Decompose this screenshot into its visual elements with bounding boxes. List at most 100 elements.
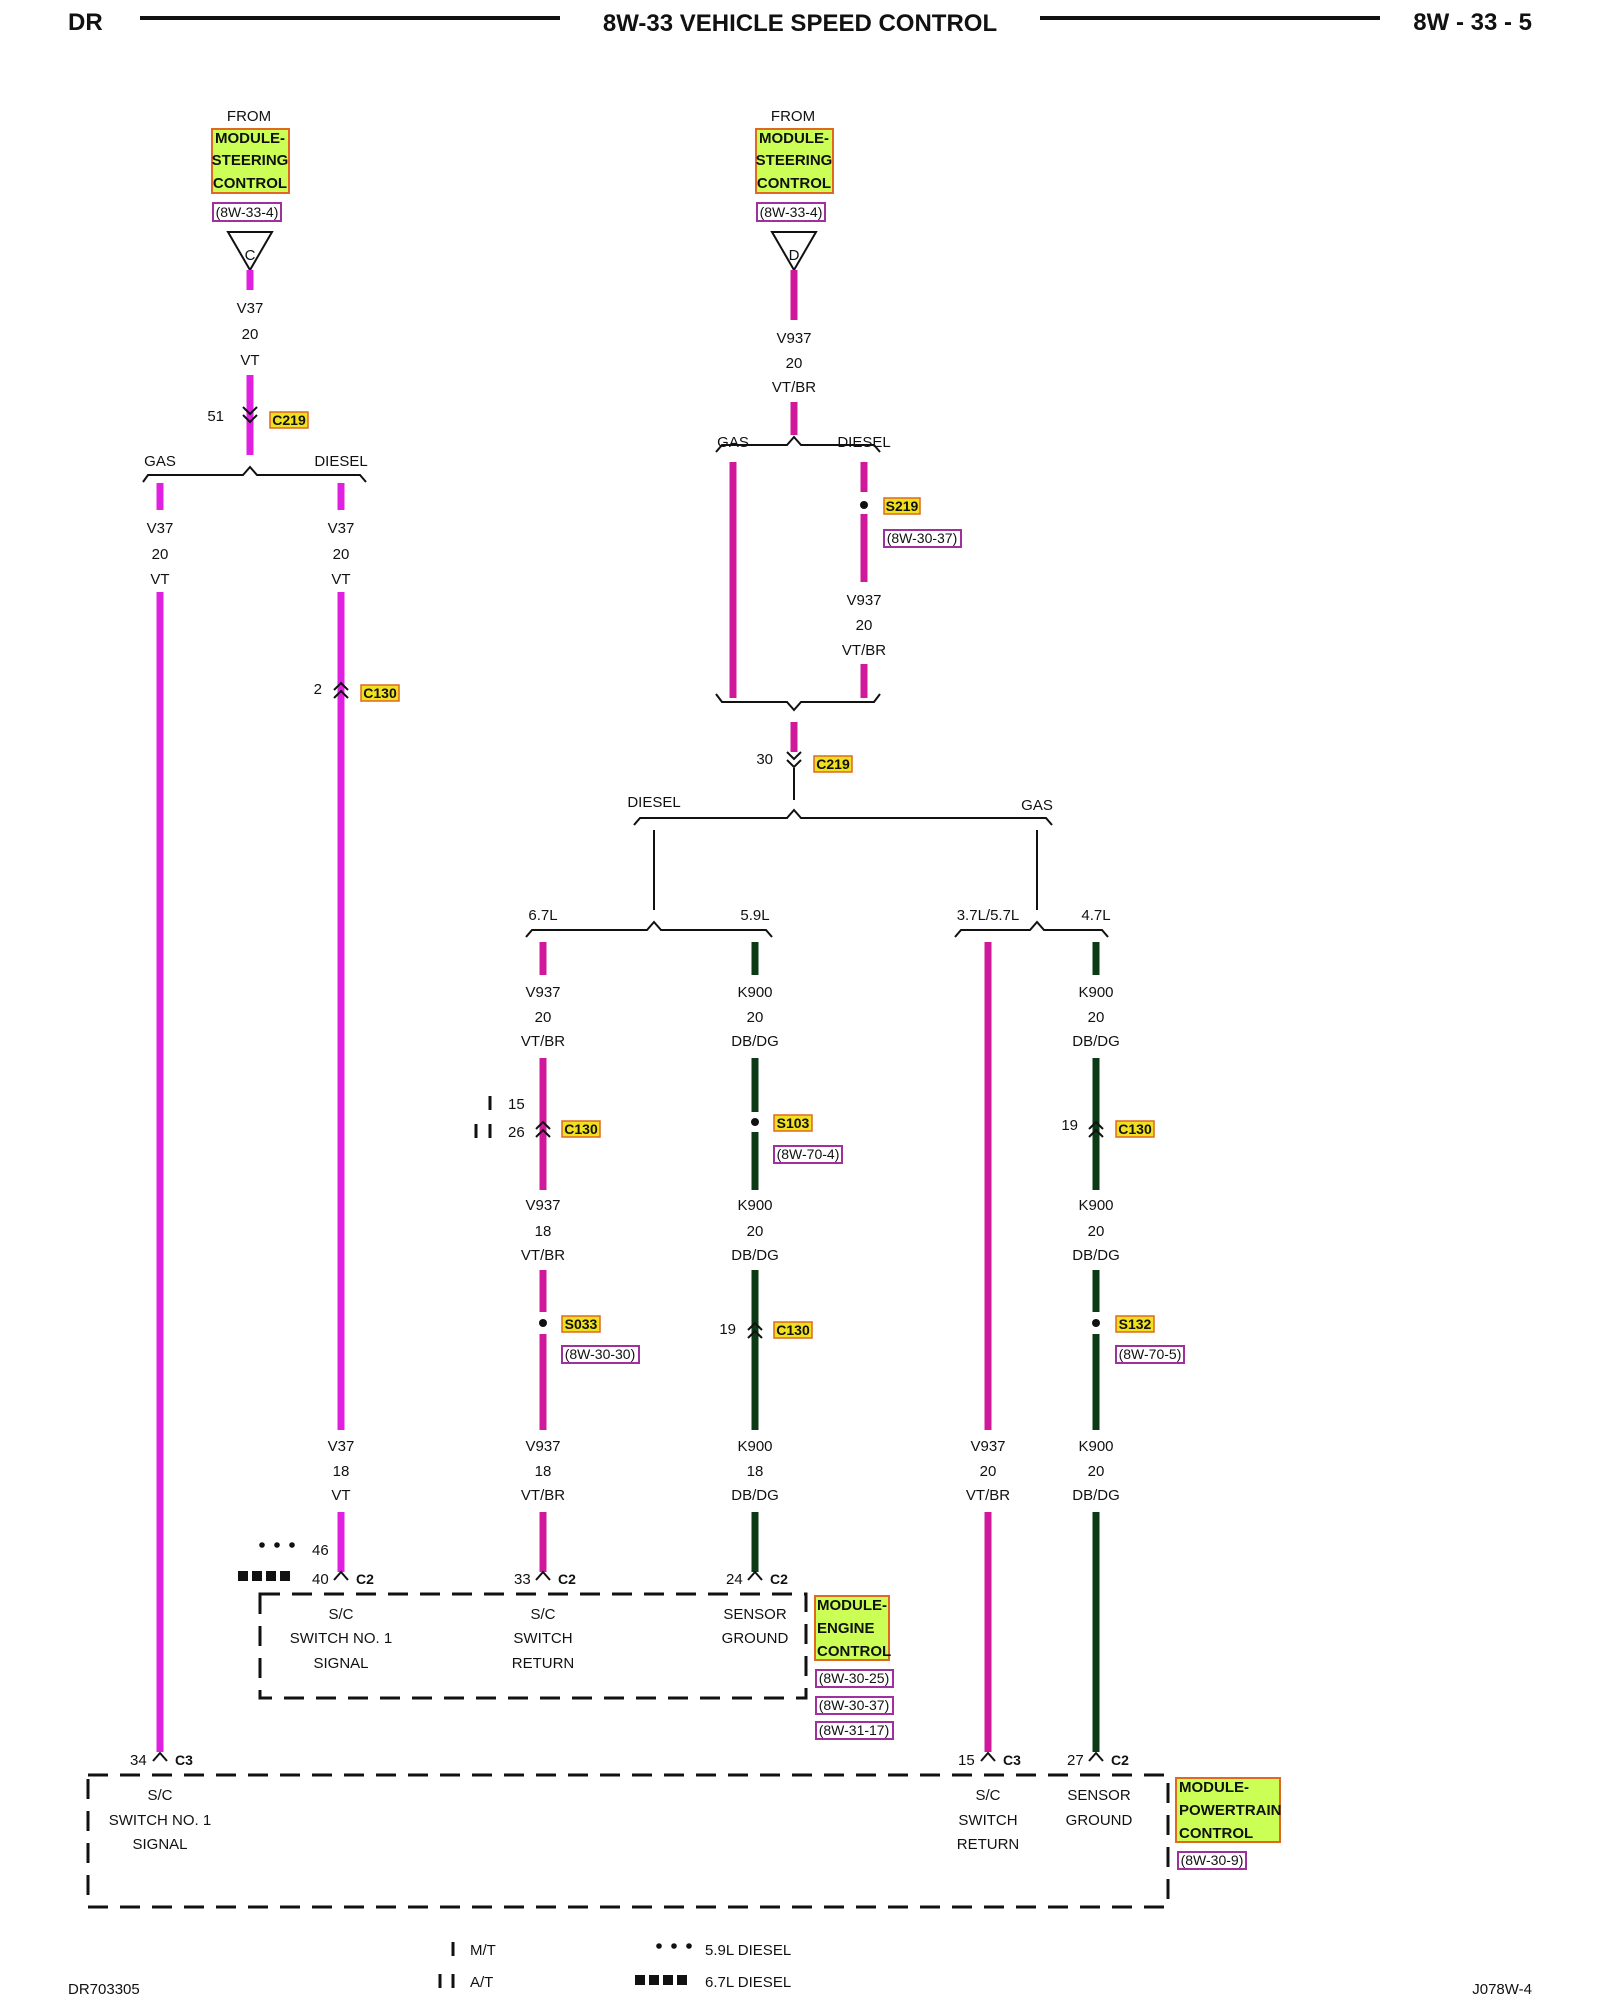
pin-30: 30 xyxy=(756,751,773,768)
pin-15: 15 xyxy=(958,1752,975,1769)
branch-gas: GAS xyxy=(1021,797,1053,814)
connector-letter: D xyxy=(789,247,800,264)
connector-id-c2[interactable]: C2 xyxy=(770,1571,788,1587)
module-line-1: MODULE- xyxy=(759,130,829,147)
wire-label-circuit: V937 xyxy=(970,1438,1005,1455)
pin-desc: SENSOR xyxy=(723,1606,787,1623)
wire-label-gauge: 20 xyxy=(1088,1009,1105,1026)
pin-40: 40 xyxy=(312,1571,329,1588)
connector-id-c130[interactable]: C130 xyxy=(564,1121,598,1137)
splice-id-s103[interactable]: S103 xyxy=(777,1115,810,1131)
legend-at-label: A/T xyxy=(470,1974,493,1991)
connector-id-c2[interactable]: C2 xyxy=(558,1571,576,1587)
module-badge xyxy=(814,1595,890,1661)
wire-label-circuit: V937 xyxy=(846,592,881,609)
legend-59-diesel-label: 5.9L DIESEL xyxy=(705,1942,791,1959)
ref-link[interactable]: (8W-30-37) xyxy=(819,1697,890,1713)
ref-link[interactable]: (8W-33-4) xyxy=(760,204,823,220)
ref-link[interactable]: (8W-30-30) xyxy=(565,1346,636,1362)
module-line-3: CONTROL xyxy=(817,1643,891,1660)
ref-box xyxy=(1177,1851,1247,1870)
pin-desc: S/C xyxy=(147,1787,172,1804)
split-bracket-left xyxy=(142,465,367,483)
splice-dot-s219 xyxy=(860,501,868,509)
wire-label-gauge: 20 xyxy=(1088,1463,1105,1480)
connector-id-c130[interactable]: C130 xyxy=(363,685,397,701)
connector-tag-c130 xyxy=(561,1120,601,1138)
splice-id-s132[interactable]: S132 xyxy=(1119,1316,1152,1332)
connector-id-c2[interactable]: C2 xyxy=(356,1571,374,1587)
legend-mt-label: M/T xyxy=(470,1942,496,1959)
pin-terminal-34 xyxy=(152,1751,168,1762)
diesel-markers xyxy=(238,1542,295,1581)
connector-tag-c130 xyxy=(1115,1120,1155,1138)
connector-symbol-c130 xyxy=(333,681,349,699)
branch-5-9l: 5.9L xyxy=(740,907,769,924)
ref-box xyxy=(815,1721,894,1740)
split-bracket-diesel xyxy=(525,920,773,938)
pin-desc: SIGNAL xyxy=(313,1655,368,1672)
splice-id-s033[interactable]: S033 xyxy=(565,1316,598,1332)
wire-label-gauge: 20 xyxy=(786,355,803,372)
wire-label-color: DB/DG xyxy=(731,1033,779,1050)
pin-terminal-40 xyxy=(333,1570,349,1581)
module-line-1: MODULE- xyxy=(215,130,285,147)
ref-box xyxy=(883,529,962,548)
wire-label-circuit: V37 xyxy=(328,520,355,537)
wire-label-color: DB/DG xyxy=(1072,1487,1120,1504)
wire-label-color: DB/DG xyxy=(731,1487,779,1504)
pin-desc: RETURN xyxy=(512,1655,575,1672)
pin-desc: SIGNAL xyxy=(132,1836,187,1853)
splice-dot-s103 xyxy=(751,1118,759,1126)
wire-label-color: VT xyxy=(150,571,169,588)
wire-label-color: VT/BR xyxy=(521,1033,565,1050)
module-line-2: ENGINE xyxy=(817,1620,875,1637)
ref-link[interactable]: (8W-30-37) xyxy=(887,530,958,546)
pin-2: 2 xyxy=(314,681,322,698)
ref-link[interactable]: (8W-30-9) xyxy=(1181,1852,1244,1868)
split-bracket-mid xyxy=(715,435,881,453)
wire-label-color: VT xyxy=(331,1487,350,1504)
legend: M/T A/T 5.9L DIESEL 6.7L DIESEL xyxy=(438,1942,791,1991)
pin-desc: SENSOR xyxy=(1067,1787,1131,1804)
connector-id-c130[interactable]: C130 xyxy=(776,1322,810,1338)
branch-diesel: DIESEL xyxy=(837,434,890,451)
connector-id-c219[interactable]: C219 xyxy=(272,412,306,428)
wire-label-gauge: 20 xyxy=(980,1463,997,1480)
pin-27: 27 xyxy=(1067,1752,1084,1769)
module-boundary xyxy=(258,1592,808,1700)
module-line-2: STEERING xyxy=(212,152,289,169)
pin-terminal-33 xyxy=(535,1570,551,1581)
branch-3-7l-5-7l: 3.7L/5.7L xyxy=(957,907,1020,924)
wire-label-color: VT/BR xyxy=(521,1487,565,1504)
ref-link[interactable]: (8W-31-17) xyxy=(819,1722,890,1738)
connector-id-c2[interactable]: C2 xyxy=(1111,1752,1129,1768)
wire-label-color: VT xyxy=(331,571,350,588)
pin-46: 46 xyxy=(312,1542,329,1559)
splice-id-s219[interactable]: S219 xyxy=(886,498,919,514)
wire-label-gauge: 18 xyxy=(747,1463,764,1480)
connector-id-c3[interactable]: C3 xyxy=(1003,1752,1021,1768)
wire-label-color: VT/BR xyxy=(521,1247,565,1264)
ref-link[interactable]: (8W-70-4) xyxy=(777,1146,840,1162)
wire-label-gauge: 20 xyxy=(242,326,259,343)
module-engine-control: 46 40 C2 33 C2 24 C2 S/C SWITCH NO. 1 SI… xyxy=(238,1542,894,1740)
connector-tag-c219 xyxy=(269,411,309,429)
module-line-3: CONTROL xyxy=(213,175,287,192)
wire-label-circuit: K900 xyxy=(1078,1197,1113,1214)
ref-link[interactable]: (8W-70-5) xyxy=(1119,1346,1182,1362)
ref-link[interactable]: (8W-33-4) xyxy=(216,204,279,220)
split-bracket-gas xyxy=(954,920,1109,938)
connector-id-c3[interactable]: C3 xyxy=(175,1752,193,1768)
wire-label-circuit: V37 xyxy=(328,1438,355,1455)
connector-id-c130[interactable]: C130 xyxy=(1118,1121,1152,1137)
wire-label-gauge: 18 xyxy=(535,1463,552,1480)
pin-desc: GROUND xyxy=(1066,1812,1133,1829)
ref-link[interactable]: (8W-30-25) xyxy=(819,1670,890,1686)
source-module-steering-control-c: FROM MODULE- STEERING CONTROL (8W-33-4) … xyxy=(211,108,290,272)
ref-box xyxy=(815,1669,894,1688)
connector-id-c219[interactable]: C219 xyxy=(816,756,850,772)
wire-label-circuit: K900 xyxy=(737,1197,772,1214)
pin-15: 15 xyxy=(508,1096,525,1113)
ref-box xyxy=(1115,1345,1185,1364)
